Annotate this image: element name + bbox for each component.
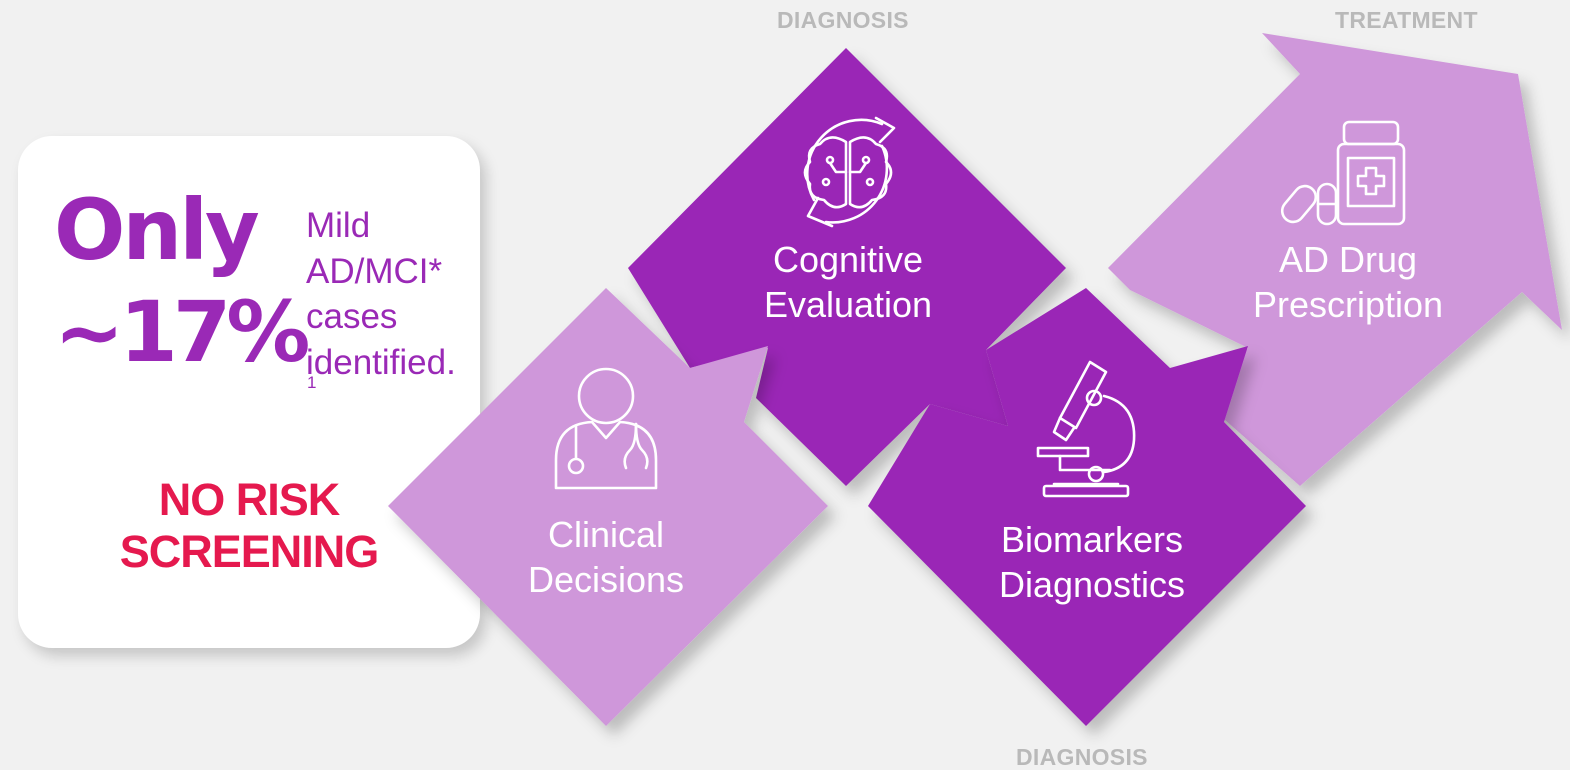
step-shape-ad-drug — [1108, 33, 1562, 486]
brain-icon — [803, 116, 896, 228]
stat-description-line: AD/MCI* — [306, 251, 443, 291]
step-label-line: Prescription — [1252, 284, 1444, 325]
stat-description-line: cases — [306, 297, 398, 336]
step-label-ad-drug: AD Drug Prescription — [1228, 237, 1468, 327]
no-risk-screening-warning: NO RISK SCREENING — [18, 474, 480, 578]
step-label-line: Diagnostics — [998, 564, 1186, 605]
stat-footnote: 1 — [307, 373, 317, 392]
step-label-line: Decisions — [527, 559, 685, 600]
microscope-icon — [1036, 360, 1136, 498]
stat-card — [18, 136, 480, 648]
stat-only: Only — [54, 181, 260, 279]
step-label-cognitive: Cognitive Evaluation — [738, 237, 958, 327]
step-label-line: Biomarkers — [1000, 519, 1184, 560]
phase-label-diagnosis-top: DIAGNOSIS — [777, 7, 909, 33]
warning-line: SCREENING — [119, 526, 380, 577]
doctor-icon — [554, 367, 658, 490]
step-label-line: Clinical — [547, 514, 665, 555]
step-label-biomarkers: Biomarkers Diagnostics — [972, 517, 1212, 607]
step-label-line: AD Drug — [1278, 239, 1418, 280]
step-label-line: Cognitive — [772, 239, 924, 280]
step-shape-biomarkers — [868, 288, 1306, 726]
step-label-clinical: Clinical Decisions — [506, 512, 706, 602]
warning-line: NO RISK — [158, 474, 341, 525]
medicine-icon — [1280, 120, 1406, 226]
step-shape-clinical — [388, 288, 828, 726]
stat-percent: ~17% — [54, 283, 310, 381]
phase-label-diagnosis-bottom: DIAGNOSIS — [1016, 744, 1148, 770]
step-label-line: Evaluation — [763, 284, 933, 325]
step-shape-cognitive — [628, 48, 1066, 486]
stat-description: Mild AD/MCI* cases identified. — [306, 203, 481, 385]
phase-label-treatment: TREATMENT — [1335, 7, 1478, 33]
stat-description-line: Mild — [306, 206, 371, 245]
stat-description-line: identified. — [306, 342, 456, 382]
